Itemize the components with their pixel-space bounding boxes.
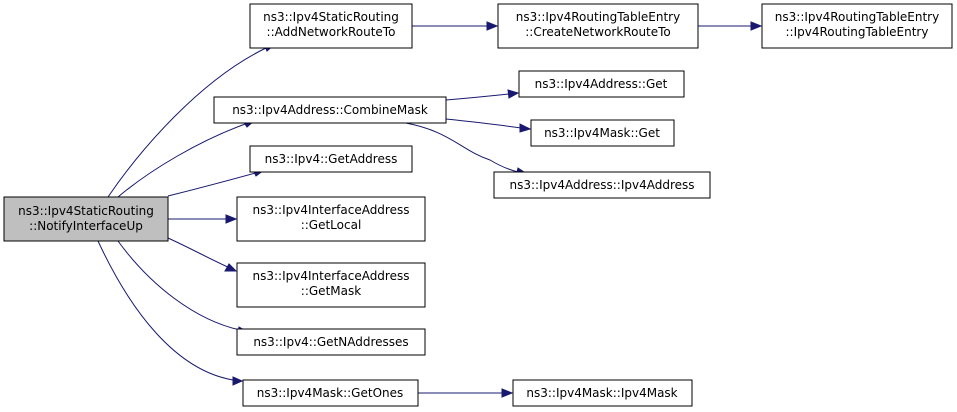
edge-notify-to-add-network-route-to bbox=[107, 47, 267, 198]
arrowhead bbox=[507, 89, 520, 99]
node-ipv4-get-n-addresses[interactable]: ns3::Ipv4::GetNAddresses bbox=[236, 328, 426, 356]
node-routing-table-entry-ctor[interactable]: ns3::Ipv4RoutingTableEntry ::Ipv4Routing… bbox=[761, 3, 953, 49]
node-label-line1: ns3::Ipv4InterfaceAddress bbox=[253, 203, 410, 217]
edge-combine-mask-to-address-get bbox=[445, 93, 510, 101]
node-label-line1: ns3::Ipv4RoutingTableEntry bbox=[516, 10, 680, 24]
node-label: ns3::Ipv4Address::Ipv4Address bbox=[509, 178, 694, 192]
edge-notify-to-get-ones bbox=[97, 240, 234, 381]
node-iface-get-local[interactable]: ns3::Ipv4InterfaceAddress ::GetLocal bbox=[236, 196, 426, 242]
arrowhead bbox=[224, 263, 238, 272]
node-label: ns3::Ipv4Address::Get bbox=[535, 77, 668, 91]
edge-notify-to-get-n-addresses bbox=[117, 240, 241, 331]
node-address-ctor[interactable]: ns3::Ipv4Address::Ipv4Address bbox=[493, 171, 711, 199]
node-label-line2: ::AddNetworkRouteTo bbox=[267, 25, 396, 39]
node-label-line1: ns3::Ipv4RoutingTableEntry bbox=[775, 10, 939, 24]
node-notify-interface-up[interactable]: ns3::Ipv4StaticRouting ::NotifyInterface… bbox=[3, 196, 169, 242]
node-label: ns3::Ipv4Mask::Ipv4Mask bbox=[526, 386, 677, 400]
arrowhead bbox=[519, 123, 532, 133]
node-iface-get-mask[interactable]: ns3::Ipv4InterfaceAddress ::GetMask bbox=[236, 262, 426, 308]
node-label-line2: ::GetLocal bbox=[301, 218, 362, 232]
nodes-layer: ns3::Ipv4StaticRouting ::NotifyInterface… bbox=[3, 3, 953, 407]
node-label: ns3::Ipv4Mask::GetOnes bbox=[257, 386, 404, 400]
node-label-line2: ::CreateNetworkRouteTo bbox=[525, 25, 671, 39]
node-label: ns3::Ipv4::GetAddress bbox=[265, 152, 398, 166]
node-label-line1: ns3::Ipv4InterfaceAddress bbox=[253, 269, 410, 283]
edge-notify-to-ipv4-get-address bbox=[167, 171, 260, 197]
node-label-line1: ns3::Ipv4StaticRouting bbox=[263, 10, 399, 24]
node-label-line2: ::Ipv4RoutingTableEntry bbox=[786, 25, 929, 39]
arrowhead bbox=[750, 21, 763, 31]
node-mask-get-ones[interactable]: ns3::Ipv4Mask::GetOnes bbox=[242, 379, 419, 407]
edge-notify-to-get-mask bbox=[167, 237, 231, 269]
arrowhead bbox=[232, 376, 244, 386]
node-label-line1: ns3::Ipv4StaticRouting bbox=[18, 204, 154, 218]
node-mask-get[interactable]: ns3::Ipv4Mask::Get bbox=[530, 119, 675, 147]
arrowhead bbox=[486, 21, 499, 31]
node-create-network-route-to[interactable]: ns3::Ipv4RoutingTableEntry ::CreateNetwo… bbox=[497, 3, 699, 49]
edge-notify-to-combine-mask bbox=[117, 122, 249, 198]
arrowhead bbox=[501, 388, 514, 398]
node-ipv4-get-address[interactable]: ns3::Ipv4::GetAddress bbox=[249, 145, 413, 173]
edge-combine-mask-to-address-ctor bbox=[399, 121, 519, 173]
arrowhead bbox=[225, 214, 238, 224]
node-mask-ctor[interactable]: ns3::Ipv4Mask::Ipv4Mask bbox=[512, 379, 693, 407]
node-label: ns3::Ipv4Mask::Get bbox=[544, 126, 660, 140]
node-combine-mask[interactable]: ns3::Ipv4Address::CombineMask bbox=[213, 96, 447, 124]
edge-combine-mask-to-mask-get bbox=[445, 118, 522, 129]
node-label-line2: ::NotifyInterfaceUp bbox=[29, 219, 143, 233]
node-label-line2: ::GetMask bbox=[301, 284, 361, 298]
node-address-get[interactable]: ns3::Ipv4Address::Get bbox=[518, 70, 685, 98]
node-label: ns3::Ipv4::GetNAddresses bbox=[253, 335, 408, 349]
node-label: ns3::Ipv4Address::CombineMask bbox=[232, 103, 428, 117]
node-add-network-route-to[interactable]: ns3::Ipv4StaticRouting ::AddNetworkRoute… bbox=[249, 3, 413, 49]
